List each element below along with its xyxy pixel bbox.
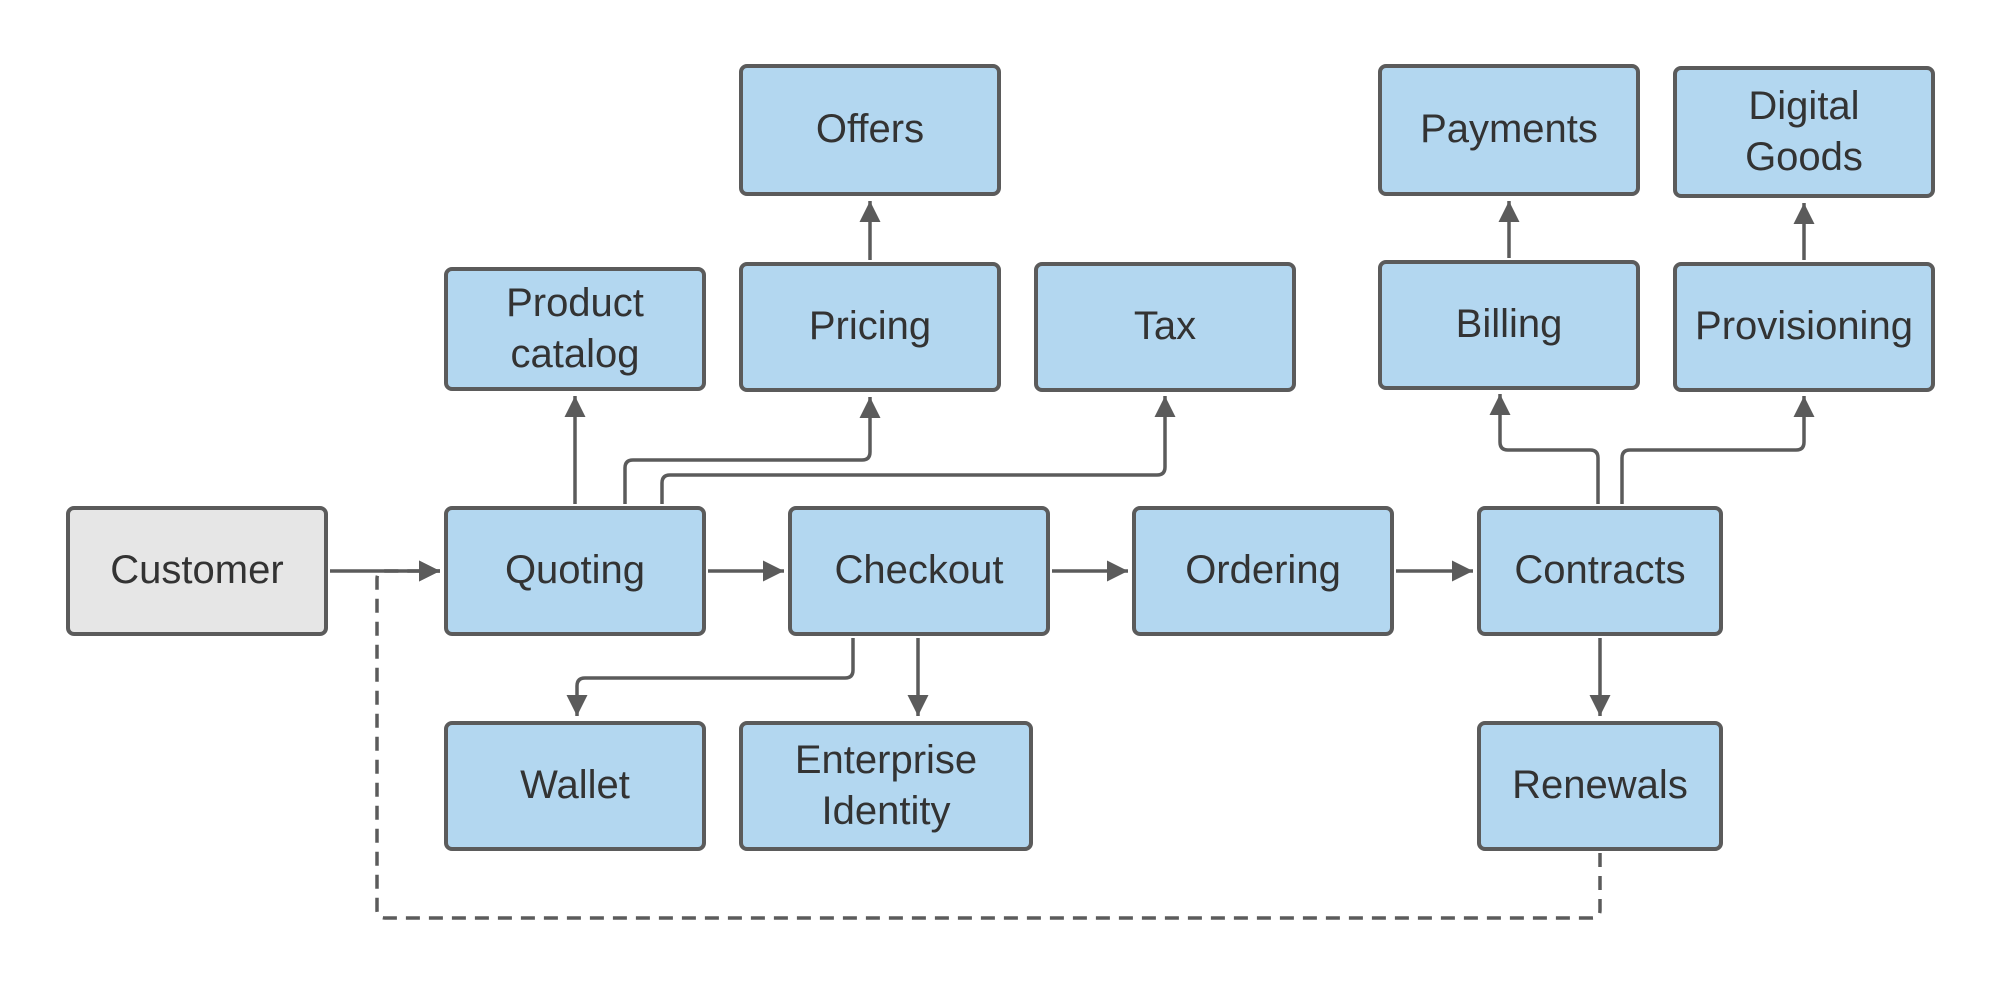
- node-quoting: Quoting: [444, 506, 706, 636]
- edge-quoting-to-pricing: [623, 397, 881, 504]
- node-payments: Payments: [1378, 64, 1640, 196]
- node-digital-goods: Digital Goods: [1673, 66, 1935, 198]
- node-tax: Tax: [1034, 262, 1296, 392]
- node-pricing: Pricing: [739, 262, 1001, 392]
- edge-contracts-to-billing: [1489, 394, 1600, 504]
- node-product-catalog: Product catalog: [444, 267, 706, 391]
- node-renewals: Renewals: [1477, 721, 1723, 851]
- node-contracts: Contracts: [1477, 506, 1723, 636]
- node-customer: Customer: [66, 506, 328, 636]
- node-billing: Billing: [1378, 260, 1640, 390]
- edge-contracts-to-provisioning: [1620, 396, 1815, 504]
- node-offers: Offers: [739, 64, 1001, 196]
- edge-checkout-to-wallet: [566, 638, 855, 716]
- node-wallet: Wallet: [444, 721, 706, 851]
- node-enterprise-identity: Enterprise Identity: [739, 721, 1033, 851]
- node-ordering: Ordering: [1132, 506, 1394, 636]
- node-provisioning: Provisioning: [1673, 262, 1935, 392]
- node-checkout: Checkout: [788, 506, 1050, 636]
- edge-quoting-to-tax: [660, 396, 1176, 504]
